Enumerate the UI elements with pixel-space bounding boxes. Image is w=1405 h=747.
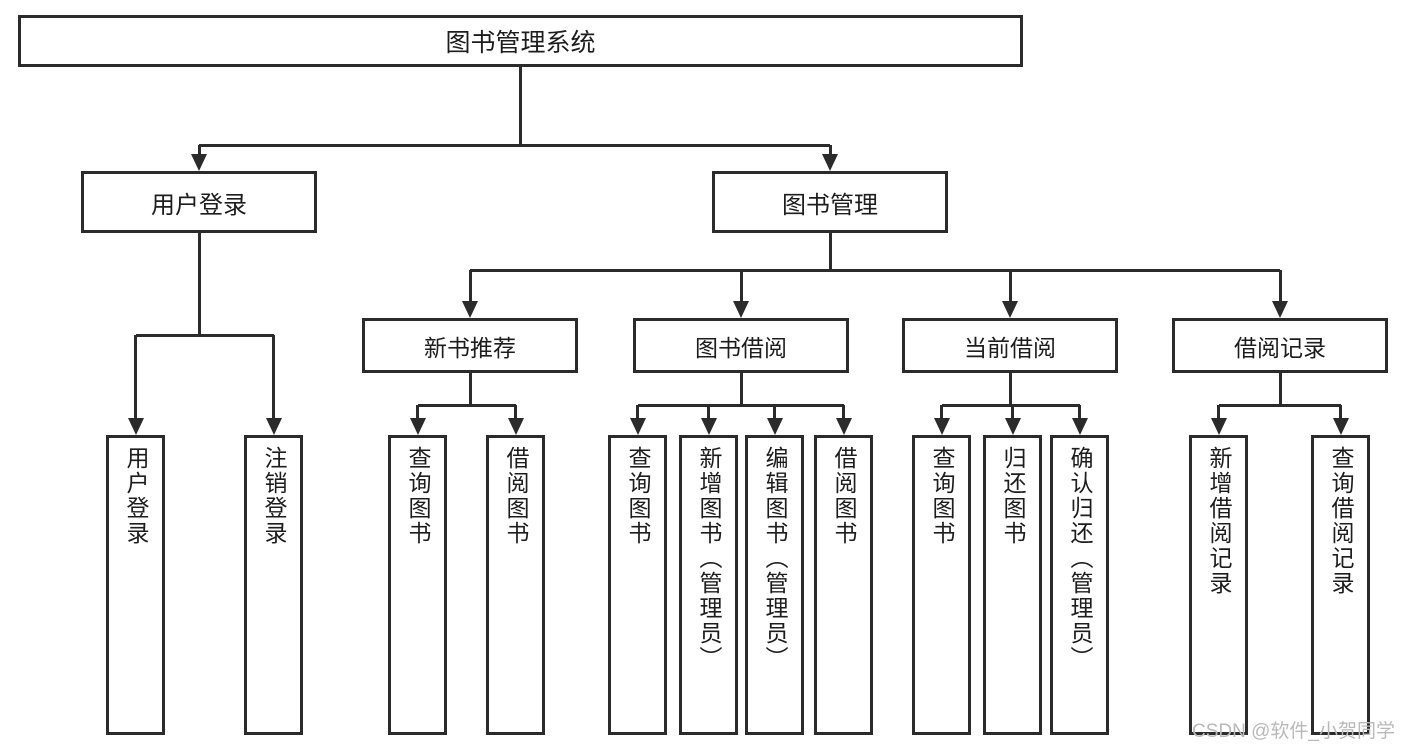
node-leaf-add-borrow-record[interactable]: 新增借阅记录 [1189,435,1248,735]
connector-vertical [134,335,137,420]
arrowhead-icon [409,418,426,435]
node-leaf-add-book-admin[interactable]: 新增图书（管理员） [679,435,738,735]
arrowhead-icon [462,301,478,318]
node-label: 查询图书 [929,446,955,546]
connector-vertical [1339,405,1342,420]
connector-vertical [1217,405,1220,420]
node-leaf-query-book-3[interactable]: 查询图书 [912,435,971,735]
connector-vertical [842,405,845,420]
node-leaf-query-borrow-record[interactable]: 查询借阅记录 [1311,435,1370,735]
arrowhead-icon [1272,301,1288,318]
connector-vertical [940,405,943,420]
connector-vertical [707,405,710,420]
node-current-borrow[interactable]: 当前借阅 [902,318,1118,373]
connector-vertical [197,145,201,156]
node-book-borrow[interactable]: 图书借阅 [633,318,849,373]
connector-vertical [519,67,522,145]
node-label: 新增借阅记录 [1206,446,1232,596]
connector-vertical [828,145,832,156]
connector-vertical [1078,405,1081,420]
connector-horizontal [637,403,844,407]
node-label: 编辑图书（管理员） [762,446,788,671]
node-leaf-confirm-return[interactable]: 确认归还（管理员） [1050,435,1109,735]
node-label: 图书管理系统 [445,29,596,57]
connector-vertical [514,405,517,420]
node-label: 借阅图书 [503,446,529,546]
connector-horizontal [417,403,516,407]
arrowhead-icon [822,154,838,171]
arrowhead-icon [1210,418,1227,435]
node-label: 借阅记录 [1234,334,1326,361]
connector-vertical [1278,270,1282,303]
arrowhead-icon [933,418,950,435]
arrowhead-icon [265,418,282,435]
node-label: 注销登录 [261,446,287,546]
node-label: 图书管理 [782,191,878,219]
connector-horizontal [199,143,830,147]
arrowhead-icon [766,418,783,435]
node-label: 归还图书 [1000,446,1026,546]
connector-vertical [1278,373,1282,405]
node-leaf-return-book[interactable]: 归还图书 [983,435,1042,735]
connector-vertical [468,373,472,405]
connector-vertical [1008,373,1012,405]
arrowhead-icon [700,418,717,435]
node-label: 用户登录 [151,191,247,219]
node-label: 借阅图书 [831,446,857,546]
connector-vertical [1008,270,1012,303]
connector-vertical [773,405,776,420]
arrowhead-icon [835,418,852,435]
connector-vertical [272,335,275,420]
node-label: 查询借阅记录 [1328,446,1354,596]
node-label: 新增图书（管理员） [696,446,722,671]
node-leaf-borrow-book-1[interactable]: 借阅图书 [486,435,545,735]
node-label: 当前借阅 [964,334,1056,361]
connector-horizontal [1218,403,1341,407]
arrowhead-icon [1004,418,1021,435]
connector-horizontal [135,333,274,337]
arrowhead-icon [1071,418,1088,435]
node-leaf-borrow-book-2[interactable]: 借阅图书 [814,435,873,735]
arrowhead-icon [733,301,749,318]
node-leaf-query-book-2[interactable]: 查询图书 [608,435,667,735]
node-label: 确认归还（管理员） [1067,446,1093,671]
arrowhead-icon [629,418,646,435]
node-label: 图书借阅 [695,334,787,361]
node-leaf-query-book-1[interactable]: 查询图书 [388,435,447,735]
arrowhead-icon [191,154,207,171]
node-label: 查询图书 [405,446,431,546]
connector-vertical [468,270,472,303]
node-root[interactable]: 图书管理系统 [18,15,1023,67]
node-label: 查询图书 [625,446,651,546]
node-leaf-user-login[interactable]: 用户登录 [106,435,165,735]
arrowhead-icon [1332,418,1349,435]
node-label: 用户登录 [123,446,149,546]
node-user-login[interactable]: 用户登录 [81,171,317,233]
arrowhead-icon [1002,301,1018,318]
node-leaf-edit-book-admin[interactable]: 编辑图书（管理员） [745,435,804,735]
node-book-manage[interactable]: 图书管理 [712,171,948,233]
connector-vertical [1011,405,1014,420]
node-new-book-recommend[interactable]: 新书推荐 [362,318,578,373]
arrowhead-icon [507,418,524,435]
connector-horizontal [941,403,1080,407]
connector-vertical [828,233,832,270]
connector-vertical [197,233,201,335]
node-borrow-record[interactable]: 借阅记录 [1172,318,1388,373]
connector-vertical [739,373,743,405]
connector-vertical [636,405,639,420]
node-label: 新书推荐 [424,334,516,361]
arrowhead-icon [127,418,144,435]
node-leaf-logout[interactable]: 注销登录 [244,435,303,735]
connector-vertical [739,270,743,303]
connector-horizontal [470,268,1280,272]
connector-vertical [416,405,419,420]
